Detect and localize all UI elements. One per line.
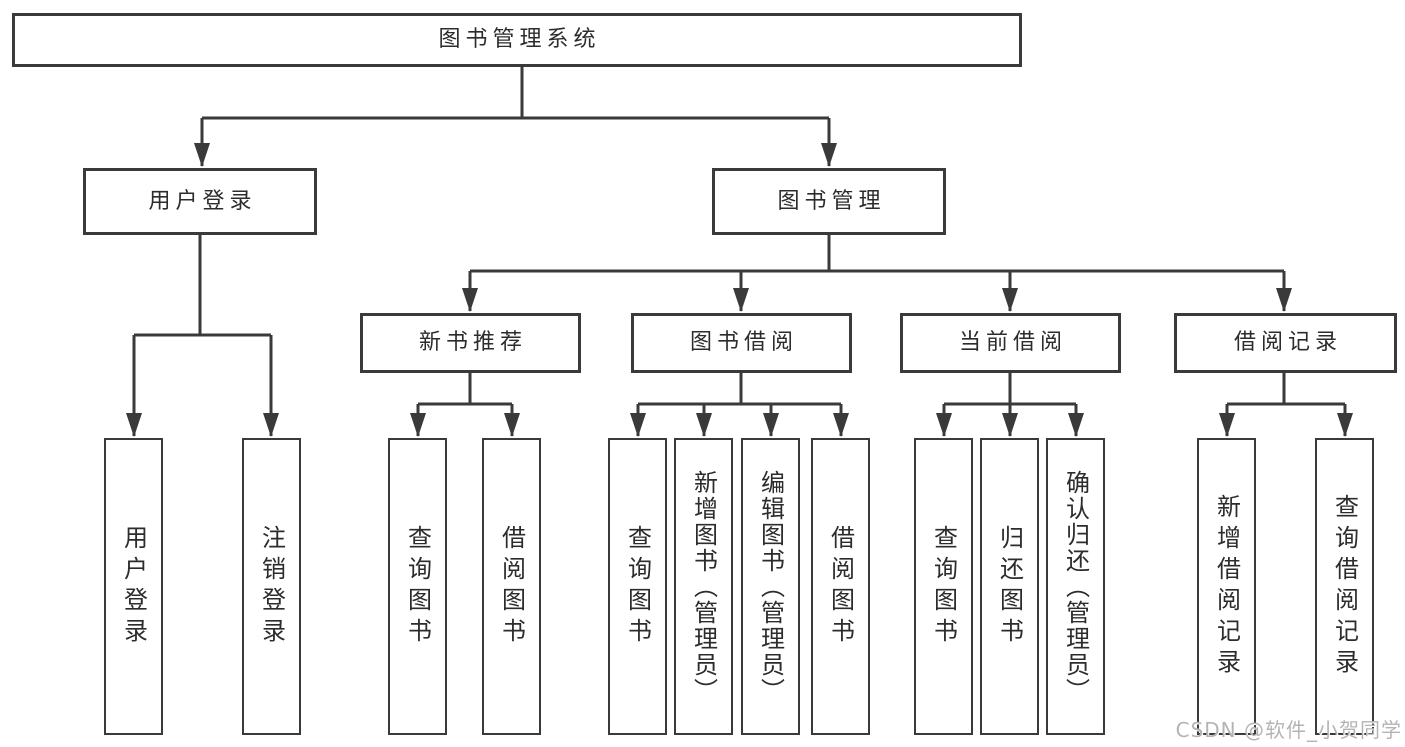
leaf-search-books-borrowing: 查询图书 [608, 438, 667, 735]
leaf-return-books: 归还图书 [980, 438, 1039, 735]
node-current-borrowing-label: 当前借阅 [958, 330, 1067, 355]
edge-borrowing-records-trunk [1227, 373, 1345, 406]
leaf-add-borrow-record-label: 新增借阅记录 [1212, 493, 1241, 680]
edge-new-book-trunk [418, 373, 512, 406]
leaf-search-books-borrowing-label: 查询图书 [623, 524, 652, 649]
leaf-logout-label: 注销登录 [257, 524, 286, 649]
leaf-confirm-return-admin: 确认归还（管理员） [1046, 438, 1105, 735]
node-user-login: 用户登录 [83, 168, 317, 235]
leaf-borrow-books-borrowing: 借阅图书 [811, 438, 870, 735]
leaf-user-login-label: 用户登录 [119, 524, 148, 649]
edge-current-borrowing-trunk [944, 373, 1076, 406]
node-book-management: 图书管理 [712, 168, 946, 235]
leaf-confirm-return-admin-label: 确认归还（管理员） [1061, 469, 1090, 704]
leaf-add-books-admin: 新增图书（管理员） [674, 438, 733, 735]
node-book-borrowing: 图书借阅 [631, 313, 852, 373]
edge-root-trunk [202, 67, 829, 120]
leaf-search-borrow-record-label: 查询借阅记录 [1330, 493, 1359, 680]
leaf-search-books-current: 查询图书 [914, 438, 973, 735]
leaf-logout: 注销登录 [242, 438, 301, 735]
leaf-search-borrow-record: 查询借阅记录 [1315, 438, 1374, 735]
node-borrowing-records-label: 借阅记录 [1233, 330, 1342, 355]
leaf-edit-books-admin: 编辑图书（管理员） [741, 438, 800, 735]
leaf-borrow-books-recommend-label: 借阅图书 [497, 524, 526, 649]
edge-book-management-trunk [470, 235, 1284, 273]
edge-book-borrowing-trunk [638, 373, 841, 406]
leaf-search-books-current-label: 查询图书 [929, 524, 958, 649]
edge-user-login-trunk [134, 235, 271, 337]
leaf-borrow-books-borrowing-label: 借阅图书 [826, 524, 855, 649]
node-user-login-label: 用户登录 [148, 188, 257, 214]
leaf-user-login: 用户登录 [104, 438, 163, 735]
leaf-search-books-recommend: 查询图书 [388, 438, 447, 735]
node-borrowing-records: 借阅记录 [1174, 313, 1397, 373]
leaf-edit-books-admin-label: 编辑图书（管理员） [756, 469, 785, 704]
leaf-return-books-label: 归还图书 [995, 524, 1024, 649]
leaf-search-books-recommend-label: 查询图书 [403, 524, 432, 649]
node-library-system-label: 图书管理系统 [438, 27, 601, 52]
node-book-borrowing-label: 图书借阅 [689, 330, 798, 355]
csdn-watermark: CSDN @软件_小贺同学 [1175, 718, 1402, 742]
node-library-system: 图书管理系统 [12, 13, 1022, 67]
leaf-add-books-admin-label: 新增图书（管理员） [689, 469, 718, 704]
node-current-borrowing: 当前借阅 [900, 313, 1121, 373]
leaf-add-borrow-record: 新增借阅记录 [1197, 438, 1256, 735]
node-new-book-recommend: 新书推荐 [360, 313, 581, 373]
node-book-management-label: 图书管理 [777, 188, 886, 214]
node-new-book-recommend-label: 新书推荐 [418, 330, 527, 355]
leaf-borrow-books-recommend: 借阅图书 [482, 438, 541, 735]
